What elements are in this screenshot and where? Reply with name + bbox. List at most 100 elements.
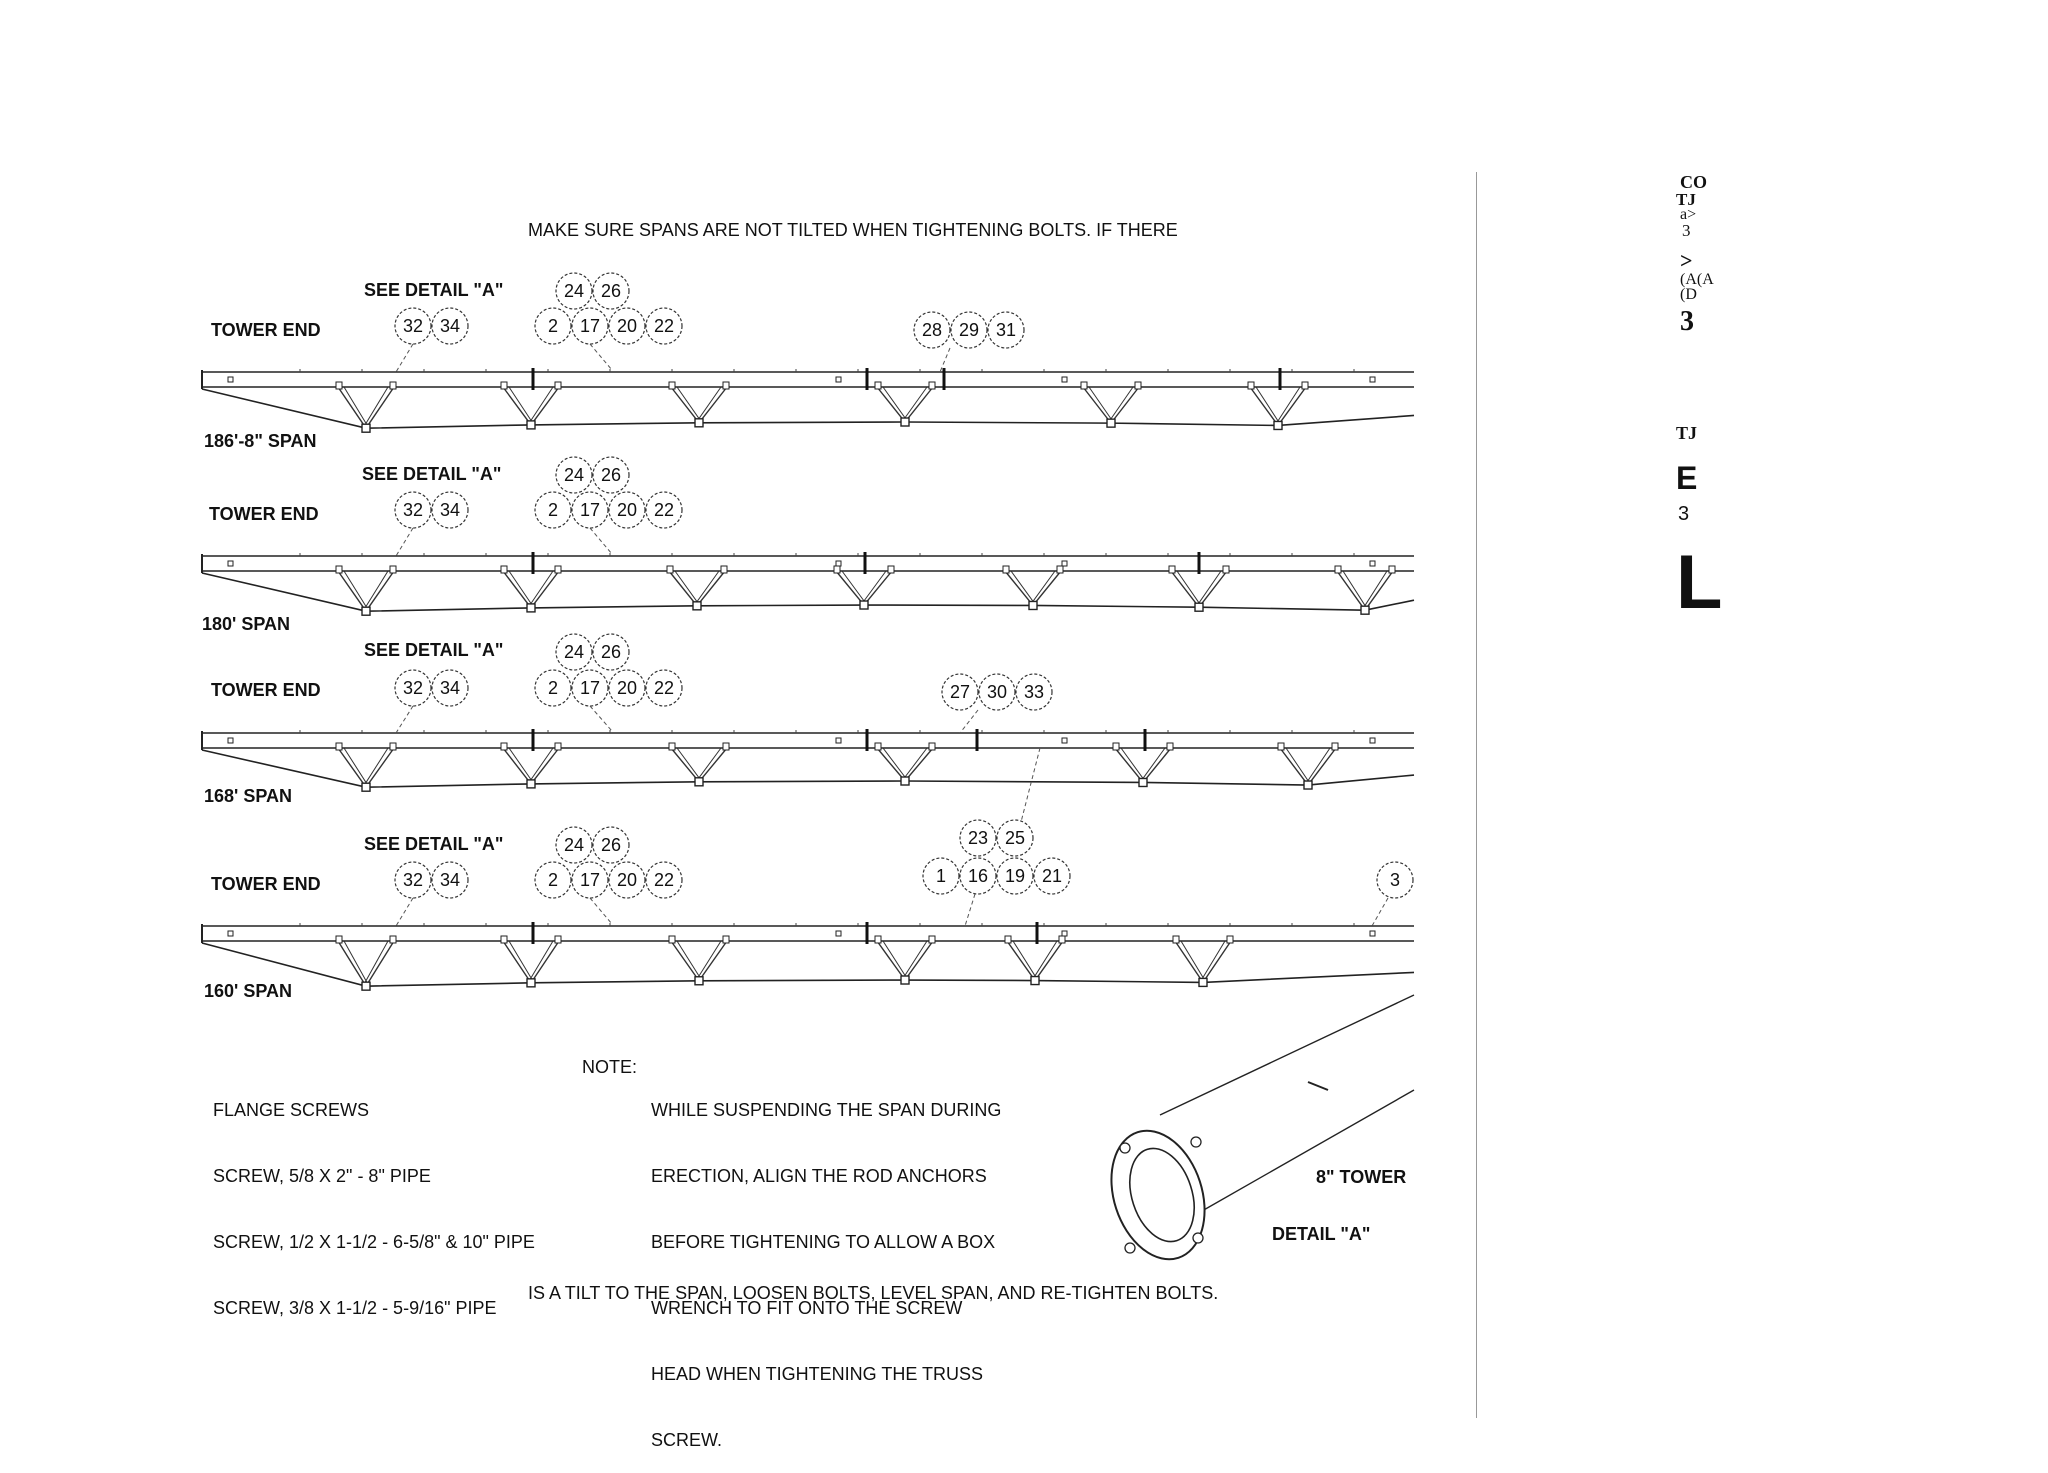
truss-strut xyxy=(1032,570,1062,606)
strut-clip xyxy=(335,381,343,390)
leader-line xyxy=(395,343,414,373)
tower-end-label: TOWER END xyxy=(209,504,319,524)
callout-number: 20 xyxy=(617,678,637,698)
callout-number: 26 xyxy=(601,642,621,662)
bottom-note: IS A TILT TO THE SPAN, LOOSEN BOLTS, LEV… xyxy=(528,1283,1219,1303)
truss-strut xyxy=(882,386,909,423)
truss-strut xyxy=(337,940,367,987)
title-block-glyph: (D xyxy=(1680,286,1697,303)
leader-line xyxy=(1019,747,1041,827)
truss-node xyxy=(526,978,536,988)
truss-node xyxy=(1030,975,1040,986)
callout-bubble xyxy=(555,456,593,494)
tower-slot xyxy=(1307,1081,1329,1091)
truss-strut xyxy=(1277,386,1307,426)
strut-clip xyxy=(722,381,730,390)
callout-bubble xyxy=(431,491,469,529)
truss-node xyxy=(1198,977,1208,988)
strut-clip xyxy=(500,742,508,751)
truss-strut xyxy=(343,940,370,987)
callout-bubble xyxy=(394,669,432,707)
truss-rod xyxy=(201,572,1415,613)
callout-bubble xyxy=(608,669,646,707)
span-length-label: 168' SPAN xyxy=(204,786,292,806)
strut-clip xyxy=(666,565,674,574)
leader-line xyxy=(589,897,613,925)
callout-bubble xyxy=(608,307,646,345)
bolt-hole xyxy=(227,737,234,744)
strut-clip xyxy=(1134,381,1142,390)
callout-number: 16 xyxy=(968,866,988,886)
truss-rod xyxy=(201,388,1415,430)
callout-number: 3 xyxy=(1390,870,1400,890)
truss-strut xyxy=(527,747,554,785)
callout-bubble xyxy=(592,633,630,671)
truss-node xyxy=(361,606,371,616)
truss-strut xyxy=(1180,940,1207,983)
callout-number: 31 xyxy=(996,320,1016,340)
truss-strut xyxy=(530,747,560,785)
note-line: SCREW. xyxy=(651,1430,723,1450)
callout-number: 34 xyxy=(440,870,460,890)
truss-node xyxy=(859,600,869,610)
callout-number: 29 xyxy=(959,320,979,340)
callout-number: 33 xyxy=(1024,682,1044,702)
callout-bubble xyxy=(1015,673,1053,711)
callout-number: 26 xyxy=(601,281,621,301)
truss-node xyxy=(1360,605,1370,615)
truss-strut xyxy=(362,386,389,429)
truss-strut xyxy=(901,940,928,981)
truss-strut xyxy=(835,570,865,606)
truss-node xyxy=(526,603,536,613)
truss-strut xyxy=(1202,940,1232,983)
note-line: WRENCH TO FIT ONTO THE SCREW xyxy=(651,1298,963,1318)
bolt-hole xyxy=(835,376,842,383)
callout-bubble xyxy=(913,311,951,349)
truss-strut xyxy=(508,747,535,785)
truss-strut xyxy=(527,940,554,984)
truss-node xyxy=(361,423,371,433)
callout-bubble xyxy=(645,307,683,345)
callout-number: 17 xyxy=(580,870,600,890)
truss-strut xyxy=(1029,570,1056,606)
leader-line xyxy=(964,893,976,927)
callout-bubble xyxy=(978,673,1016,711)
callout-bubble xyxy=(534,307,572,345)
truss-strut xyxy=(365,570,395,612)
strut-clip xyxy=(1247,381,1255,390)
truss-strut xyxy=(904,386,934,423)
truss-strut xyxy=(362,570,389,612)
callout-number: 34 xyxy=(440,316,460,336)
strut-clip xyxy=(1226,935,1234,944)
tower-end-label: TOWER END xyxy=(211,320,321,340)
truss-strut xyxy=(1304,747,1331,786)
truss-strut xyxy=(1342,570,1369,611)
strut-clip xyxy=(554,565,562,574)
strut-clip xyxy=(833,565,841,574)
callout-number: 24 xyxy=(564,835,584,855)
callout-number: 22 xyxy=(654,870,674,890)
truss-rod xyxy=(201,942,1415,987)
truss-strut xyxy=(676,940,703,982)
truss-strut xyxy=(676,386,703,424)
callout-bubble xyxy=(571,861,609,899)
callout-bubble xyxy=(922,857,960,895)
strut-clip xyxy=(1002,565,1010,574)
title-block-glyph: (A(A xyxy=(1680,271,1714,288)
truss-strut xyxy=(860,570,887,606)
truss-strut xyxy=(508,570,535,609)
callout-bubble xyxy=(592,456,630,494)
strut-clip xyxy=(1331,742,1339,751)
strut-clip xyxy=(554,742,562,751)
truss-strut xyxy=(1336,570,1366,611)
span-length-label: 186'-8" SPAN xyxy=(204,431,317,451)
strut-clip xyxy=(389,381,397,390)
truss-strut xyxy=(901,386,928,423)
truss-node xyxy=(361,981,371,991)
strut-clip xyxy=(1080,381,1088,390)
strut-clip xyxy=(668,935,676,944)
strut-clip xyxy=(928,742,936,751)
truss-strut xyxy=(337,570,367,612)
flange-bolt-hole xyxy=(1124,1242,1136,1254)
truss-strut xyxy=(365,386,395,429)
